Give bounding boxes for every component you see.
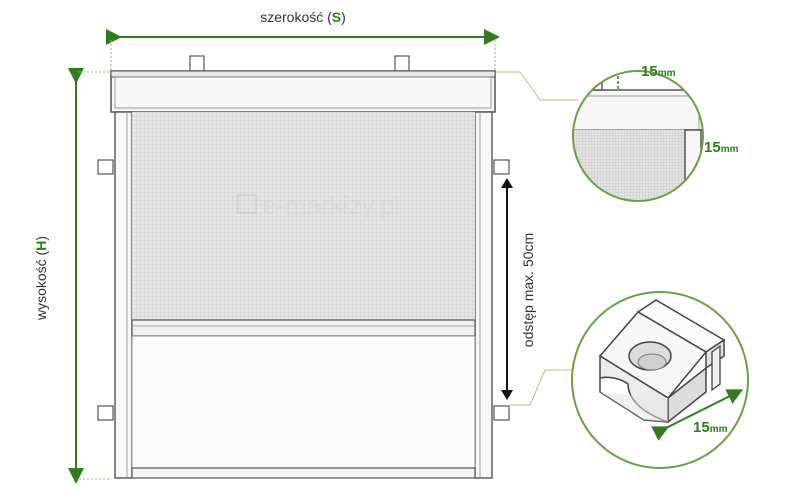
leader-top <box>496 71 578 101</box>
height-label: wysokość (H) <box>33 236 49 321</box>
left-rail <box>114 111 133 479</box>
detail-side-measure: 15mm <box>704 139 739 156</box>
screen-frame <box>97 55 510 479</box>
height-dimension <box>68 68 110 484</box>
watermark: e-markizy.pl <box>237 190 400 220</box>
top-clip-left <box>189 55 205 72</box>
spacing-label: odstęp max. 50cm <box>520 233 536 347</box>
side-clip-left-top <box>97 159 114 175</box>
detail-top-measure: 15mm <box>641 63 676 80</box>
bottom-rail <box>131 467 476 479</box>
side-clip-right-bottom <box>493 405 510 421</box>
width-dimension <box>106 29 500 72</box>
width-label: szerokość (S) <box>260 9 346 25</box>
svg-text:e-markizy.pl: e-markizy.pl <box>262 190 400 220</box>
detail-circle-top <box>572 70 704 202</box>
side-clip-left-bottom <box>97 405 114 421</box>
cassette-box <box>110 70 496 113</box>
leader-bottom <box>510 369 572 406</box>
top-clip-right <box>394 55 410 72</box>
detail-clip-measure: 15mm <box>693 419 728 436</box>
spacing-dimension <box>501 178 513 400</box>
mesh-area <box>132 112 475 320</box>
side-clip-right-top <box>493 159 510 175</box>
bottom-bar <box>131 319 476 337</box>
right-rail <box>474 111 493 479</box>
detail-circle-clip <box>571 291 749 469</box>
